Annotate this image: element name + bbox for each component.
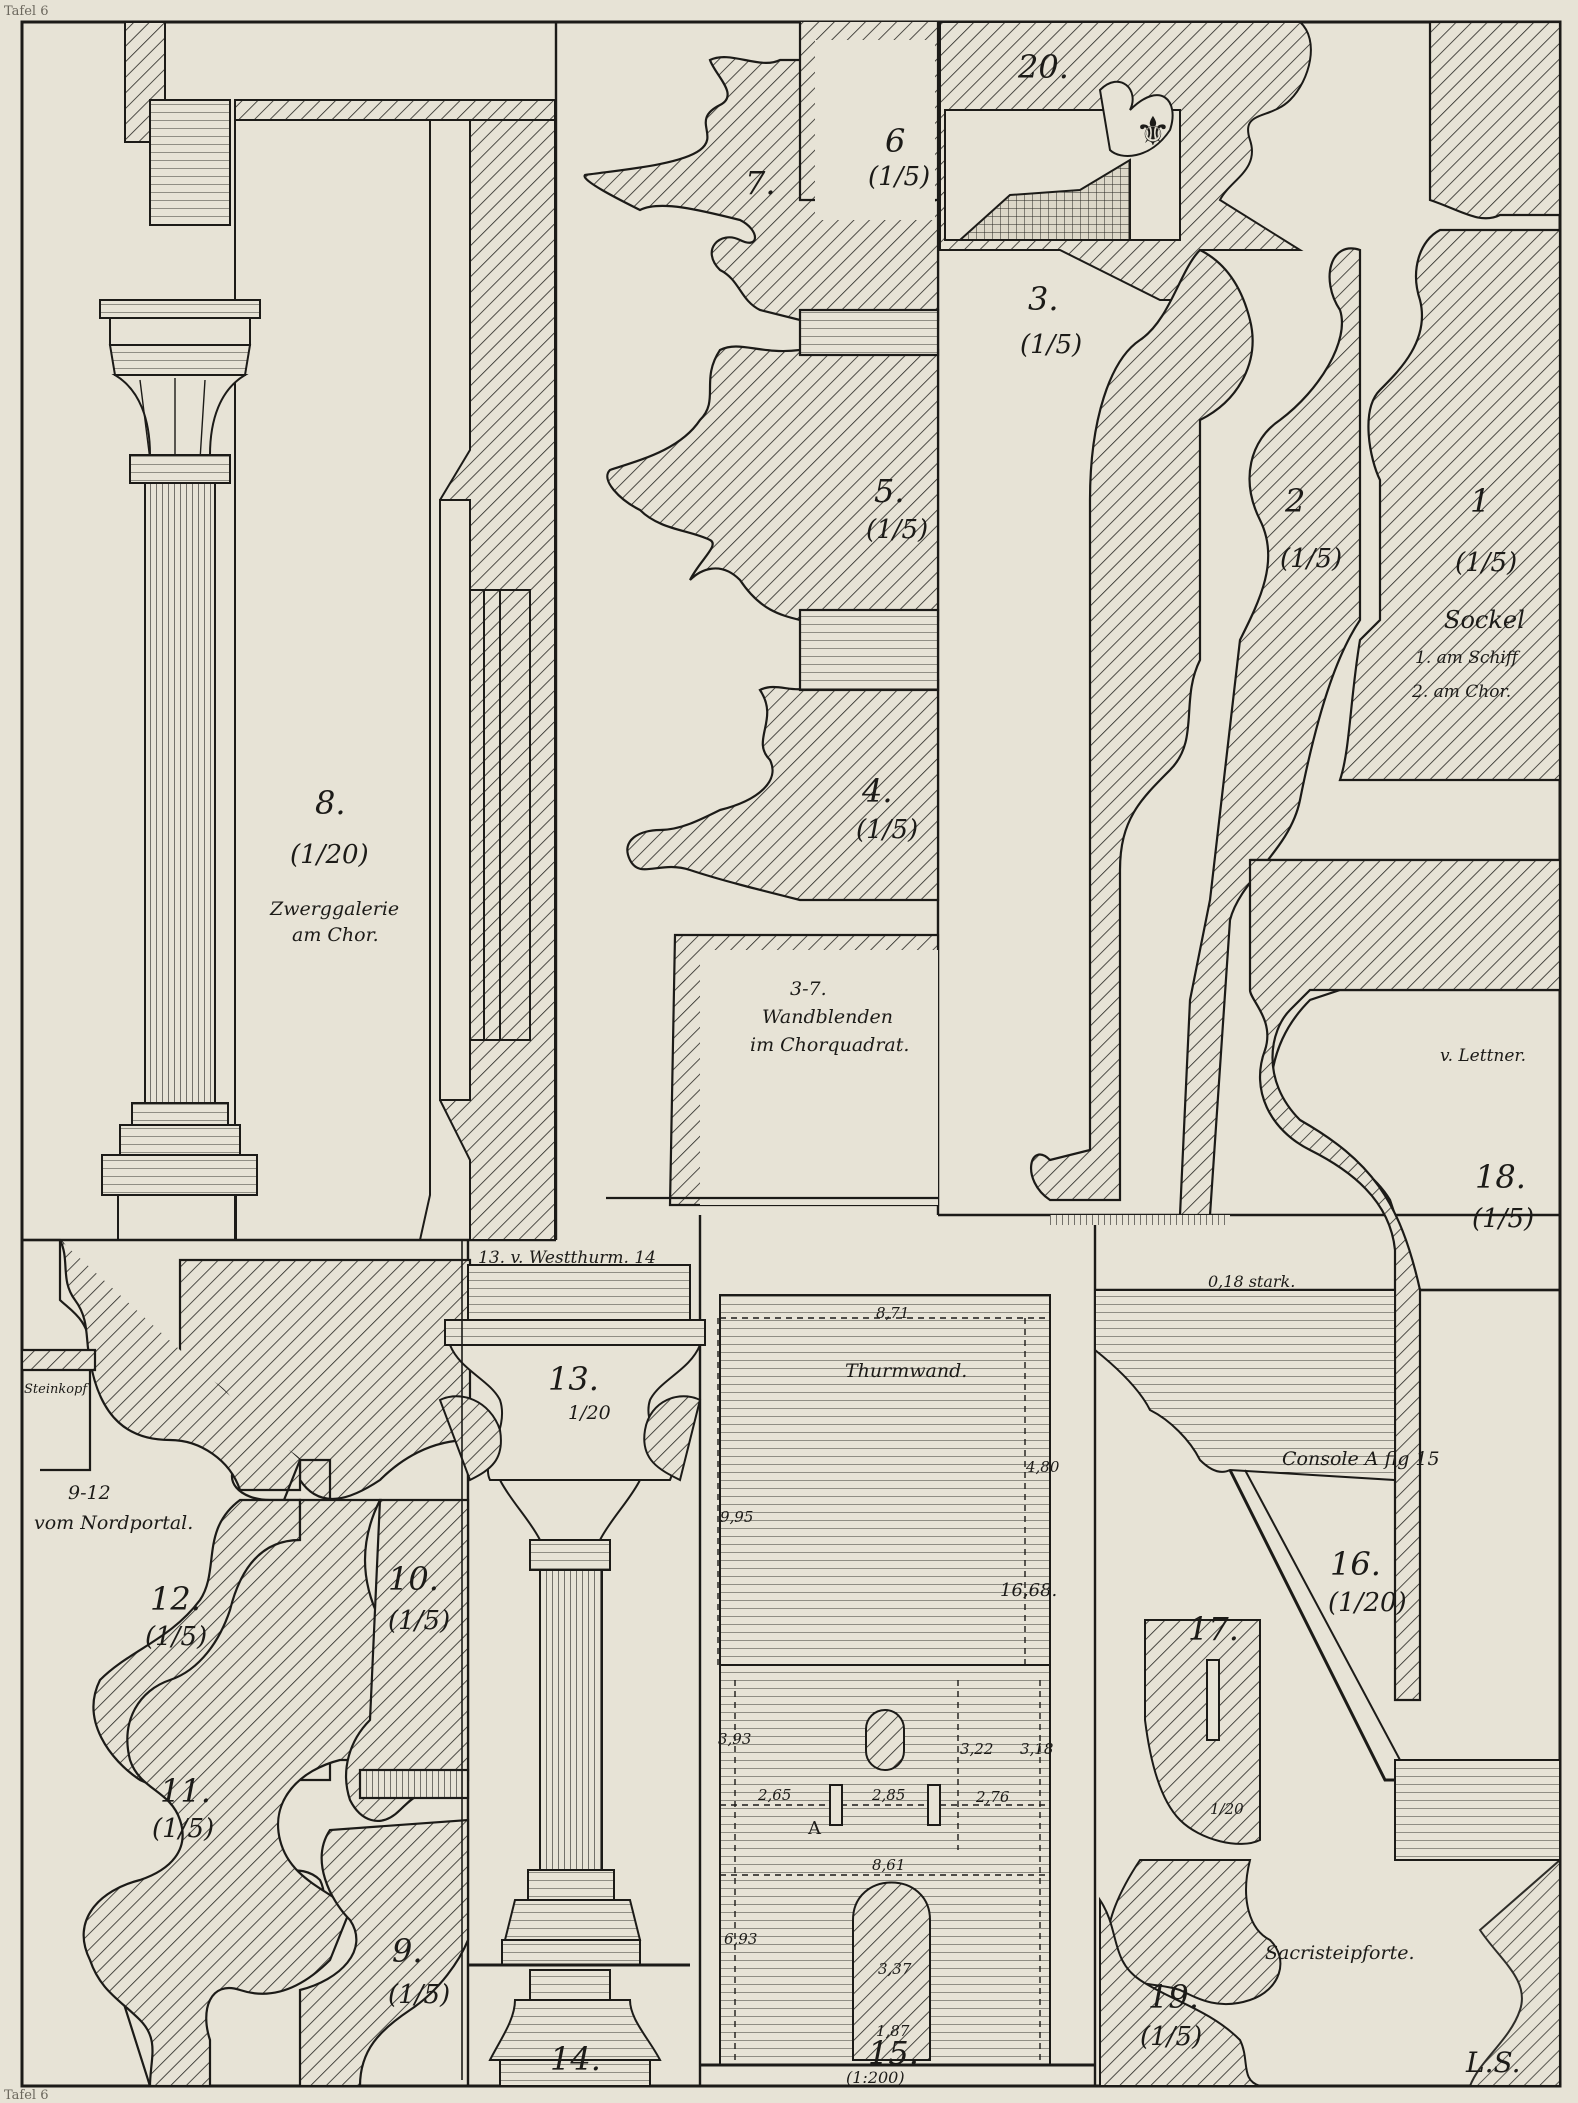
label-a: A <box>808 1818 821 1839</box>
dim-480: 4,80 <box>1026 1458 1060 1476</box>
dim-393: 3,93 <box>718 1730 752 1748</box>
figure-15-tower <box>700 1294 1095 2067</box>
label-fig-3-scale: (1/5) <box>1020 330 1083 360</box>
label-fig-6-scale: (1/5) <box>868 162 931 192</box>
label-fig-8: 8. <box>315 784 346 822</box>
label-steinkopf: Steinkopf <box>24 1382 88 1397</box>
frame <box>20 20 1562 2088</box>
figure-8-column <box>22 21 556 1241</box>
dim-322: 3,22 <box>960 1740 994 1758</box>
dim-871: 8,71 <box>876 1304 910 1322</box>
label-fig-1-scale: (1/5) <box>1455 548 1518 578</box>
label-figs-9-12: 9-12 <box>68 1482 111 1504</box>
label-thurmwand: Thurmwand. <box>845 1360 968 1382</box>
label-fig-13: 13. <box>548 1360 599 1398</box>
dim-1668: 16,68. <box>1000 1580 1058 1601</box>
label-fig-3: 3. <box>1028 280 1059 318</box>
dim-285: 2,85 <box>872 1786 906 1804</box>
label-fig-1: 1 <box>1470 482 1491 520</box>
label-westthurm: 13. v. Westthurm. 14 <box>478 1248 656 1268</box>
label-fig-14: 14. <box>550 2040 601 2078</box>
dim-995: 9,95 <box>720 1508 754 1526</box>
label-fig-12: 12. <box>150 1580 201 1618</box>
label-fig-4: 4. <box>862 772 893 810</box>
figures-9-12-nordportal <box>20 1238 472 2088</box>
label-fig-20: 20. <box>1018 48 1069 86</box>
label-nordportal: vom Nordportal. <box>34 1512 194 1534</box>
label-fig-13-scale: 1/20 <box>568 1402 611 1424</box>
label-fig-10: 10. <box>388 1560 439 1598</box>
label-fig-4-scale: (1/5) <box>856 815 919 845</box>
label-console-a: Console A fig 15 <box>1282 1448 1440 1470</box>
label-am-chor: am Chor. <box>292 924 379 946</box>
label-fig-9-scale: (1/5) <box>388 1980 451 2010</box>
label-fig-6: 6 <box>885 122 906 160</box>
label-fig-18: 18. <box>1475 1158 1526 1196</box>
label-sakristeipforte: Sacristeipforte. <box>1265 1942 1415 1964</box>
figure-20-capital: ⚜ <box>939 21 1312 301</box>
label-fig-2-scale: (1/5) <box>1280 544 1343 574</box>
label-zwerggalerie: Zwerggalerie <box>270 898 400 920</box>
label-fig-10-scale: (1/5) <box>388 1606 451 1636</box>
label-fig-12-scale: (1/5) <box>145 1622 208 1652</box>
label-fig-2: 2 <box>1285 482 1306 520</box>
label-fig-17-scale: 1/20 <box>1210 1800 1244 1818</box>
label-figs-3-7: 3-7. <box>790 978 827 1000</box>
label-fig-15-scale: (1:200) <box>846 2068 905 2087</box>
signature-mark: L.S. <box>1466 2046 1521 2079</box>
svg-text:⚜: ⚜ <box>1135 109 1171 155</box>
dim-265: 2,65 <box>758 1786 792 1804</box>
label-fig-11: 11. <box>160 1772 211 1810</box>
page-footer: Tafel 6 <box>4 2088 49 2103</box>
dim-276: 2,76 <box>976 1788 1010 1806</box>
label-fig-9: 9. <box>392 1932 423 1970</box>
label-wandblenden: Wandblenden <box>762 1006 893 1028</box>
dim-187: 1,87 <box>876 2022 910 2040</box>
label-fig-19-scale: (1/5) <box>1140 2022 1203 2052</box>
label-fig-18-scale: (1/5) <box>1472 1204 1535 1234</box>
label-fig-5: 5. <box>874 472 905 510</box>
label-sockel-2: 2. am Chor. <box>1412 682 1512 702</box>
label-fig-19: 19. <box>1148 1978 1199 2016</box>
label-018-stark: 0,18 stark. <box>1208 1272 1296 1291</box>
dim-318: 3,18 <box>1020 1740 1054 1758</box>
label-fig-11-scale: (1/5) <box>152 1814 215 1844</box>
label-fig-16-scale: (1/20) <box>1328 1588 1407 1618</box>
figures-3-7-profiles <box>583 22 940 1207</box>
figure-16-19-console <box>1094 1289 1561 2087</box>
label-fig-15: 15. <box>868 2034 919 2072</box>
label-fig-7: 7. <box>745 164 776 202</box>
dim-861: 8,61 <box>872 1856 906 1874</box>
label-fig-5-scale: (1/5) <box>866 515 929 545</box>
figure-13-14-column <box>438 1240 706 2087</box>
label-fig-8-scale: (1/20) <box>290 840 369 870</box>
label-fig-17: 17. <box>1188 1610 1239 1648</box>
label-fig-16: 16. <box>1330 1545 1381 1583</box>
dim-337: 3,37 <box>878 1960 912 1978</box>
label-chorquadrat: im Chorquadrat. <box>750 1034 910 1056</box>
page-header: Tafel 6 <box>4 4 49 19</box>
dim-693: 6,93 <box>724 1930 758 1948</box>
figure-1-2-sockel <box>1029 20 1562 1702</box>
label-lettner: v. Lettner. <box>1440 1046 1527 1066</box>
label-sockel-1: 1. am Schiff <box>1415 648 1518 668</box>
label-sockel: Sockel <box>1444 606 1525 634</box>
